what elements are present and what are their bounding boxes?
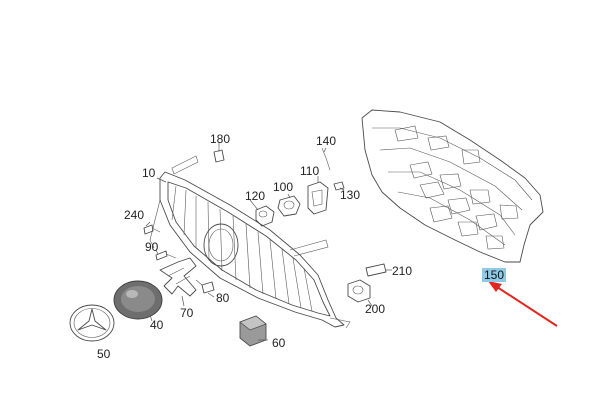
- part-60-cover: [239, 315, 267, 347]
- part-120-sensor: [255, 205, 275, 227]
- label-part-140: 140: [316, 134, 337, 148]
- label-part-100: 100: [273, 180, 294, 194]
- leader-lines: [145, 142, 392, 341]
- part-10-radiator-grille: [149, 155, 351, 329]
- part-40-emblem-disc: [113, 280, 163, 320]
- label-part-90: 90: [145, 240, 159, 254]
- label-part-40: 40: [150, 318, 164, 332]
- part-150-air-guide-panel: [361, 109, 544, 263]
- part-240-fastener: [143, 224, 161, 235]
- label-part-180: 180: [210, 132, 231, 146]
- part-110-bracket: [307, 181, 329, 215]
- label-part-130: 130: [340, 188, 361, 202]
- part-210-clip: [365, 263, 387, 277]
- part-90-screw: [155, 250, 177, 261]
- label-part-210: 210: [392, 264, 413, 278]
- part-100-sensor-holder: [277, 195, 301, 217]
- label-part-110: 110: [300, 164, 320, 178]
- label-part-70: 70: [180, 306, 194, 320]
- part-50-star-emblem: [69, 304, 115, 342]
- label-part-120: 120: [245, 189, 266, 203]
- highlight-arrow: [488, 281, 558, 327]
- part-200-sensor: [347, 279, 371, 303]
- label-part-150-highlighted: 150: [482, 268, 507, 282]
- part-80-clip: [195, 279, 215, 294]
- label-part-80: 80: [216, 291, 230, 305]
- part-180-bolt: [213, 146, 225, 163]
- part-70-bracket: [159, 257, 197, 297]
- label-part-200: 200: [365, 302, 386, 316]
- part-140-line: [321, 147, 331, 171]
- label-part-60: 60: [272, 336, 286, 350]
- label-part-10: 10: [142, 166, 156, 180]
- label-part-240: 240: [124, 208, 145, 222]
- label-part-50: 50: [97, 347, 111, 361]
- part-130-clip: [333, 181, 345, 191]
